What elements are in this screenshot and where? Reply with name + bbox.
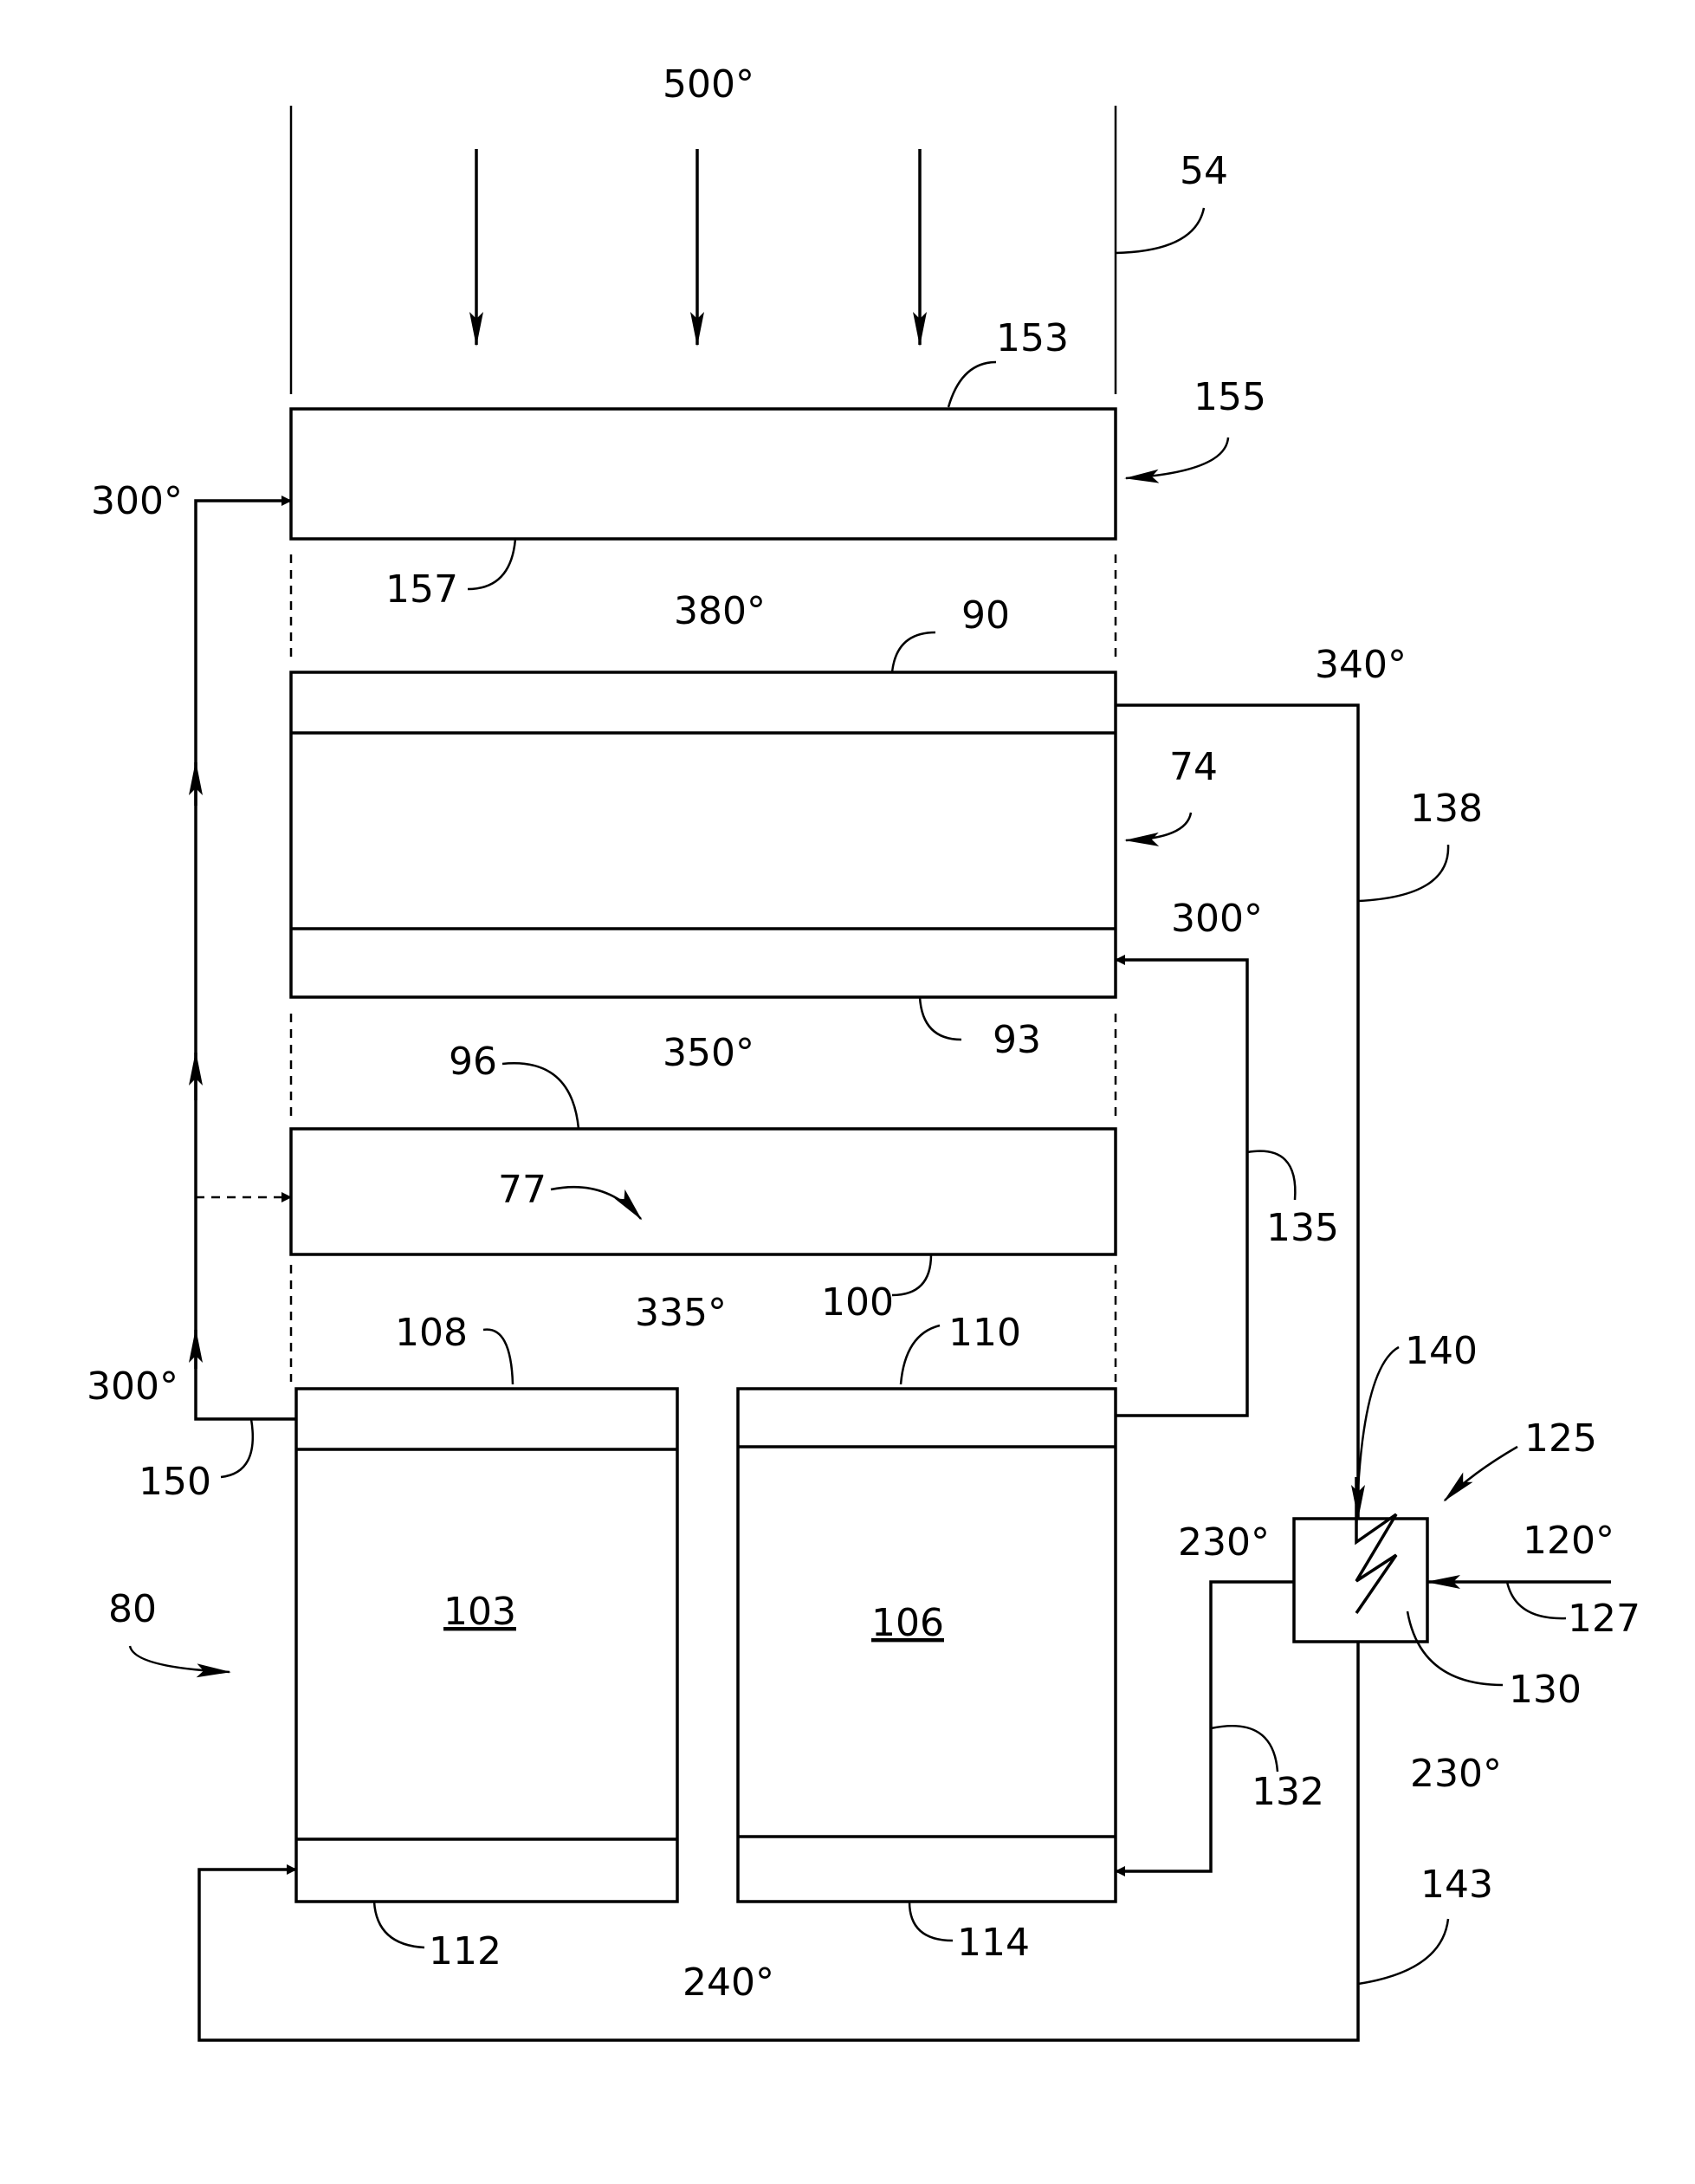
label-90: 90 xyxy=(961,593,1010,638)
temp-380: 380° xyxy=(674,589,766,633)
pipe-135 xyxy=(1116,960,1247,1416)
label-157: 157 xyxy=(385,567,458,612)
temp-340: 340° xyxy=(1315,643,1407,687)
label-93: 93 xyxy=(993,1018,1041,1062)
vessel-106 xyxy=(738,1389,1116,1902)
label-155: 155 xyxy=(1194,375,1266,419)
label-96: 96 xyxy=(449,1040,497,1084)
label-108: 108 xyxy=(395,1311,468,1355)
label-143: 143 xyxy=(1420,1863,1493,1907)
label-140: 140 xyxy=(1405,1329,1478,1373)
pipe-132 xyxy=(1116,1582,1294,1871)
label-130: 130 xyxy=(1509,1668,1582,1712)
exchanger-153 xyxy=(291,409,1116,539)
label-132: 132 xyxy=(1252,1770,1324,1814)
heat-exchanger-125 xyxy=(1294,1477,1427,1642)
label-110: 110 xyxy=(948,1311,1021,1355)
label-103: 103 xyxy=(443,1590,516,1634)
label-127: 127 xyxy=(1568,1597,1640,1641)
label-74: 74 xyxy=(1169,745,1218,789)
label-153: 153 xyxy=(996,316,1069,360)
label-125: 125 xyxy=(1524,1416,1597,1461)
label-150: 150 xyxy=(139,1460,211,1504)
inlet-flow-arrows xyxy=(476,149,920,345)
temp-inlet: 500° xyxy=(663,62,754,107)
temp-240: 240° xyxy=(683,1960,774,2005)
temp-350: 350° xyxy=(663,1031,754,1075)
temp-300-upper-left: 300° xyxy=(91,479,183,523)
label-54: 54 xyxy=(1180,149,1228,193)
label-100: 100 xyxy=(821,1280,894,1325)
vessel-103 xyxy=(296,1389,677,1902)
label-114: 114 xyxy=(957,1921,1030,1965)
label-77: 77 xyxy=(498,1168,547,1212)
temp-230-right: 230° xyxy=(1410,1752,1502,1796)
label-80: 80 xyxy=(108,1587,157,1631)
label-138: 138 xyxy=(1410,787,1483,831)
exchanger-77 xyxy=(291,1129,1116,1254)
temp-120: 120° xyxy=(1523,1519,1614,1563)
label-106: 106 xyxy=(871,1601,944,1645)
label-112: 112 xyxy=(429,1929,501,1973)
temp-300-right: 300° xyxy=(1171,897,1263,941)
exchanger-74 xyxy=(291,672,1116,997)
temp-300-lower-left: 300° xyxy=(87,1364,178,1409)
label-135: 135 xyxy=(1266,1206,1339,1250)
temp-230-left: 230° xyxy=(1178,1520,1270,1565)
pipe-150 xyxy=(196,501,296,1419)
temp-335: 335° xyxy=(635,1291,727,1335)
pipe-138 xyxy=(1116,705,1358,1518)
